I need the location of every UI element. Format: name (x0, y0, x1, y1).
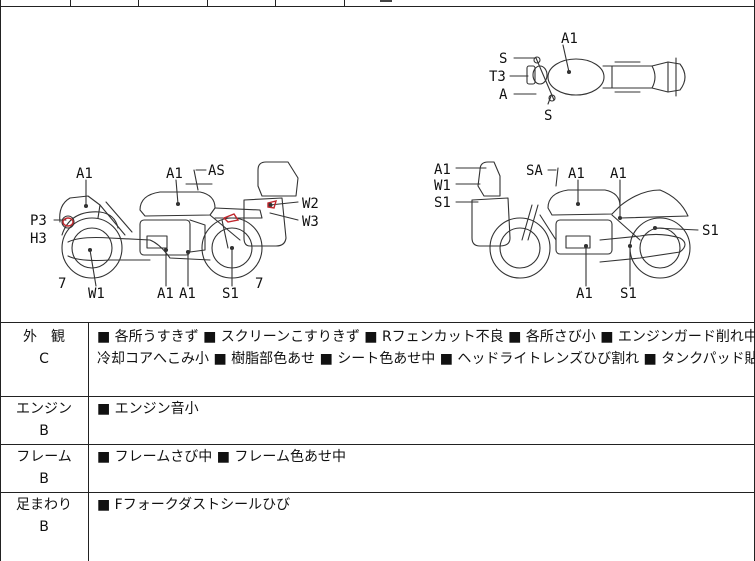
label-right-s1-bottom: S1 (620, 286, 637, 302)
label-left-h3: H3 (30, 231, 47, 247)
row-label-suspension: 足まわり B (0, 494, 88, 538)
column-divider (88, 322, 89, 561)
row-name: 足まわり (16, 497, 72, 513)
right-view-pointers (455, 167, 699, 287)
table-top-border (0, 322, 755, 323)
header-text-fragment (380, 0, 392, 2)
row-line: ■ Fフォークダストシールひび (97, 497, 291, 513)
label-top-s: S (499, 51, 507, 67)
row-divider (0, 492, 755, 493)
label-left-7b: 7 (255, 276, 263, 292)
label-left-w3: W3 (302, 214, 319, 230)
label-right-s1-top: S1 (434, 195, 451, 211)
row-line: ■ フレームさび中 ■ フレーム色あせ中 (97, 449, 346, 465)
label-left-a1-low1: A1 (157, 286, 174, 302)
label-right-s1: S1 (702, 223, 719, 239)
label-left-s1: S1 (222, 286, 239, 302)
header-divider (70, 0, 71, 7)
row-name: エンジン (16, 401, 72, 417)
label-right-sa: SA (526, 163, 543, 179)
damage-marks (62, 200, 278, 227)
label-left-a1-front: A1 (76, 166, 93, 182)
label-left-a1-tank: A1 (166, 166, 183, 182)
label-top-a: A (499, 87, 508, 103)
row-name: 外 観 (23, 329, 65, 345)
row-grade: B (39, 471, 49, 487)
label-top-s2: S (544, 108, 552, 124)
label-left-w2: W2 (302, 196, 319, 212)
motorcycle-top-view (526, 56, 686, 102)
row-line: 冷却コアへこみ小 ■ 樹脂部色あせ ■ シート色あせ中 ■ ヘッドライトレンズひ… (97, 351, 755, 367)
header-divider (344, 0, 345, 7)
top-view-pointers (509, 44, 572, 105)
header-bottom-border (0, 6, 755, 7)
row-divider (0, 396, 755, 397)
row-label-frame: フレーム B (0, 446, 88, 490)
label-right-a1-seat: A1 (610, 166, 627, 182)
motorcycle-right-view (471, 161, 691, 279)
label-right-a1-bottom: A1 (576, 286, 593, 302)
row-line: ■ エンジン音小 (97, 401, 199, 417)
row-grade: B (39, 519, 49, 535)
label-left-a1-low2: A1 (179, 286, 196, 302)
header-divider (207, 0, 208, 7)
row-text-exterior: ■ 各所うすきず ■ スクリーンこすりきず ■ Rフェンカット不良 ■ 各所さび… (97, 326, 755, 370)
label-left-w1: W1 (88, 286, 105, 302)
label-left-p3: P3 (30, 213, 47, 229)
label-left-7a: 7 (58, 276, 66, 292)
label-right-a1-screen: A1 (434, 162, 451, 178)
row-grade: B (39, 423, 49, 439)
row-text-engine: ■ エンジン音小 (97, 398, 752, 420)
damage-diagram: A1 S T3 A S A1 A1 AS P3 H3 W2 W3 7 W1 A1… (30, 31, 719, 302)
row-divider (0, 444, 755, 445)
header-divider (275, 0, 276, 7)
label-top-t3: T3 (489, 69, 506, 85)
label-right-w1: W1 (434, 178, 451, 194)
row-text-frame: ■ フレームさび中 ■ フレーム色あせ中 (97, 446, 752, 468)
label-top-a1: A1 (561, 31, 578, 47)
row-label-exterior: 外 観 C (0, 326, 88, 370)
row-label-engine: エンジン B (0, 398, 88, 442)
row-line: ■ 各所うすきず ■ スクリーンこすりきず ■ Rフェンカット不良 ■ 各所さび… (97, 329, 755, 345)
header-divider (138, 0, 139, 7)
motorcycle-left-view (59, 161, 299, 279)
row-name: フレーム (16, 449, 72, 465)
label-right-a1-tank: A1 (568, 166, 585, 182)
row-grade: C (39, 351, 49, 367)
left-border (0, 0, 1, 561)
label-left-as: AS (208, 163, 225, 179)
row-text-suspension: ■ Fフォークダストシールひび (97, 494, 752, 516)
